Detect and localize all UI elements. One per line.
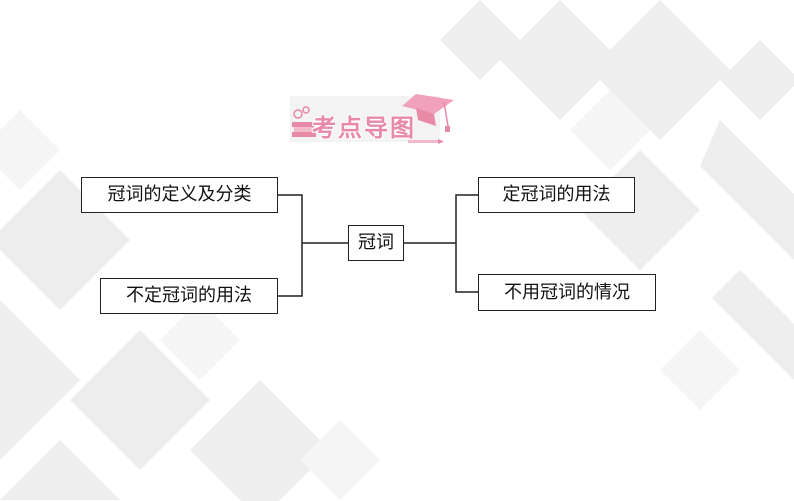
left-node-definition: 冠词的定义及分类 bbox=[81, 177, 278, 213]
center-node: 冠词 bbox=[348, 225, 404, 261]
left-node-indefinite-article: 不定冠词的用法 bbox=[100, 278, 278, 314]
right-node-definite-article: 定冠词的用法 bbox=[478, 177, 635, 213]
right-connector bbox=[455, 194, 478, 293]
books-icon bbox=[292, 106, 316, 137]
section-banner bbox=[290, 94, 454, 144]
right-node-zero-article: 不用冠词的情况 bbox=[478, 274, 656, 311]
graduation-cap-icon bbox=[402, 94, 454, 132]
left-connector bbox=[278, 194, 303, 297]
pencil-icon bbox=[408, 139, 444, 144]
banner-title: 考点导图 bbox=[312, 113, 416, 142]
